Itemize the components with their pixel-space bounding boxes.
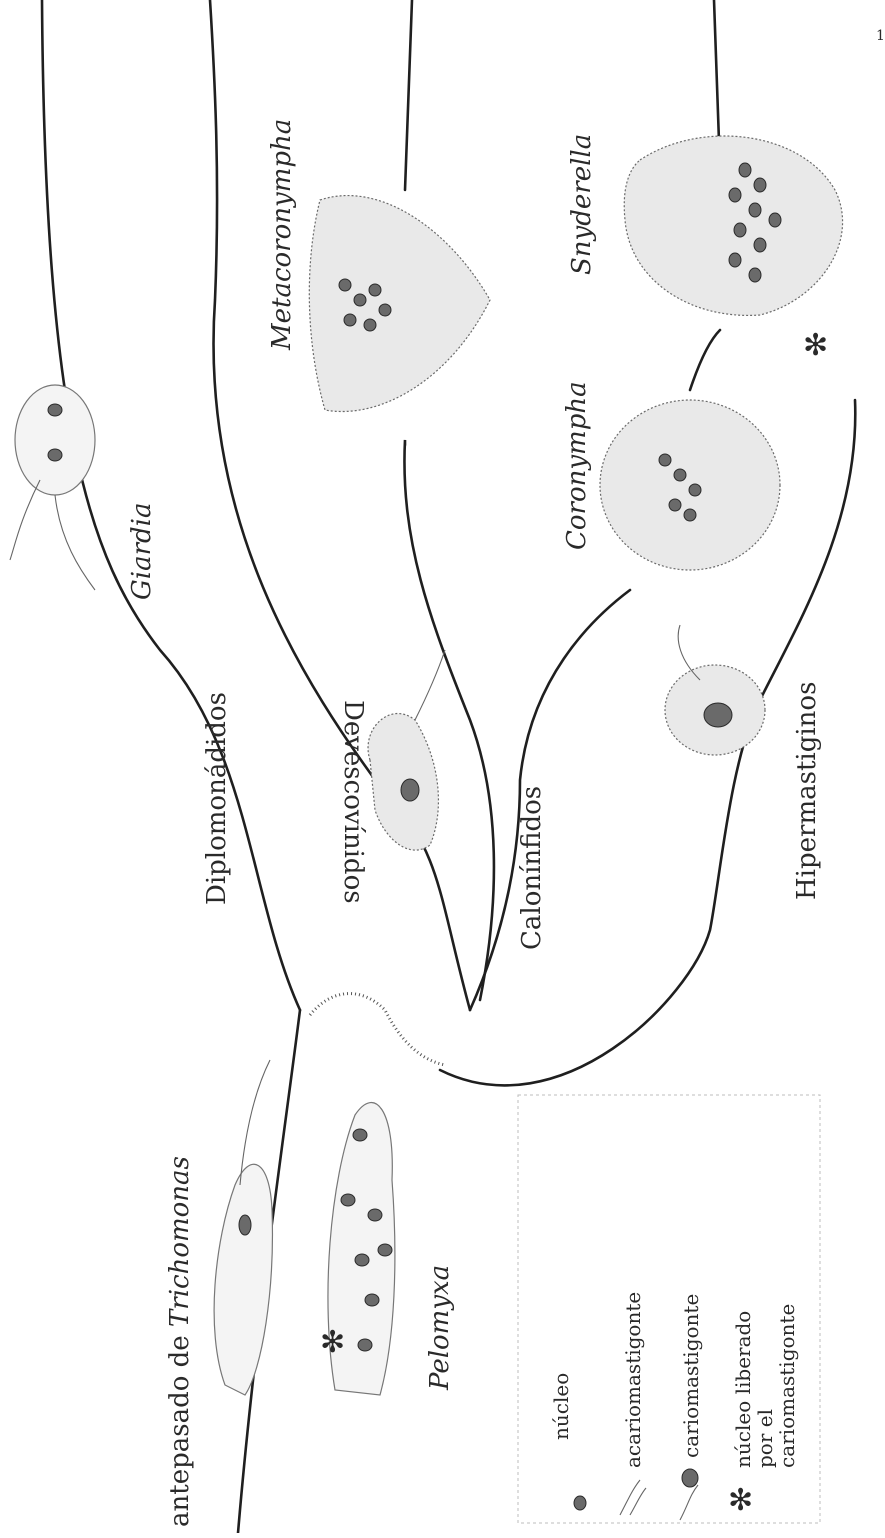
hypermastigid-cell: [665, 625, 765, 755]
label-hipermastiginos: Hipermastiginos: [792, 682, 822, 900]
svg-text:acariomastigonte: acariomastigonte: [621, 1292, 645, 1468]
svg-text:por el: por el: [753, 1409, 777, 1468]
label-ancestor: antepasado de Trichomonas: [165, 1156, 195, 1527]
legend-item-karyomastigont: cariomastigonte: [679, 1294, 703, 1520]
legend-item-akaryomastigont: acariomastigonte: [620, 1292, 646, 1515]
label-snyderella: Snyderella: [567, 134, 597, 275]
svg-text:cariomastigonte: cariomastigonte: [679, 1294, 703, 1458]
branch-diplomonads: [42, 0, 300, 1010]
branch-metacoronympha-top: [405, 0, 412, 190]
label-diplomonadidos: Diplomonádidos: [202, 692, 232, 905]
legend: núcleo acariomastigonte cariomastigonte …: [518, 1095, 820, 1523]
svg-text:cariomastigonte: cariomastigonte: [775, 1304, 799, 1468]
devescovinid-cell: [368, 650, 445, 850]
branch-calonymphids: [470, 590, 630, 1010]
svg-text:núcleo liberado: núcleo liberado: [731, 1311, 755, 1468]
pelomyxa-cell: ✻: [320, 1103, 395, 1395]
karyomastigont-icon: [680, 1485, 698, 1520]
label-coronympha: Coronympha: [562, 381, 592, 550]
legend-item-nucleus: núcleo: [549, 1373, 586, 1510]
stippled-ancestral-link: [310, 994, 445, 1065]
label-pelomyxa: Pelomyxa: [425, 1265, 455, 1391]
svg-text:núcleo: núcleo: [549, 1373, 573, 1440]
ancestor-trichomonas-cell: [214, 1060, 272, 1395]
asterisk-icon: ✻: [320, 1325, 345, 1360]
asterisk-icon: ✻: [803, 328, 828, 363]
nucleus-icon: [574, 1496, 586, 1510]
snyderella-cell: ✻: [624, 136, 842, 363]
legend-item-released-nucleus: ✻ núcleo liberado por el cariomastigonte: [728, 1304, 799, 1518]
akaryomastigont-icon: [620, 1480, 640, 1515]
label-calonymphids: Calonínfidos: [517, 786, 547, 950]
page-number: 1: [876, 28, 885, 44]
giardia-cell: [10, 385, 95, 590]
metacoronympha-cell: [309, 196, 490, 412]
nucleus-icon: [239, 1215, 251, 1235]
label-devescovinidos: Devescovínidos: [338, 700, 368, 904]
label-metacoronympha: Metacoronympha: [267, 119, 297, 351]
branch-coronympha-top: [690, 330, 720, 390]
asterisk-icon: ✻: [728, 1483, 753, 1518]
label-giardia: Giardia: [127, 503, 157, 600]
branch-metacoronympha: [404, 440, 493, 1000]
coronympha-cell: [600, 400, 780, 570]
